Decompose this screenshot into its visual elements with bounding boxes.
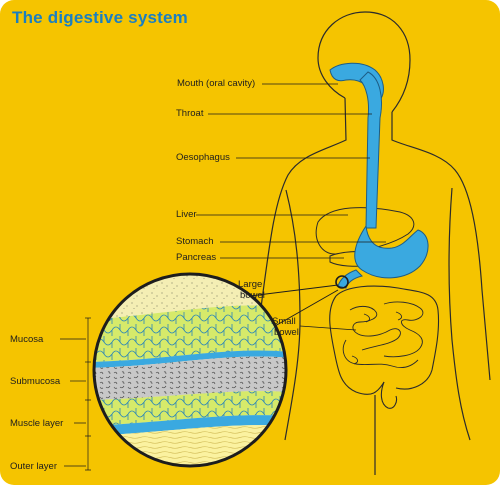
label-small-bowel-line1: Small <box>272 316 296 327</box>
label-throat: Throat <box>176 108 204 119</box>
label-small-bowel-line2: bowel <box>274 327 299 338</box>
magnified-cross-section <box>94 274 286 466</box>
label-stomach: Stomach <box>176 236 214 247</box>
label-large-bowel-line2: bowel <box>240 290 265 301</box>
label-liver: Liver <box>176 209 197 220</box>
label-muscle-layer: Muscle layer <box>10 418 64 429</box>
label-large-bowel-line1: Large <box>238 279 263 290</box>
label-submucosa: Submucosa <box>10 376 61 387</box>
digestive-tract <box>329 62 429 289</box>
leader-lines <box>60 83 386 471</box>
zoom-lines <box>249 284 339 331</box>
label-mouth: Mouth (oral cavity) <box>177 78 256 89</box>
label-outer-layer: Outer layer <box>10 461 57 472</box>
large-bowel-shape <box>329 285 440 409</box>
label-pancreas: Pancreas <box>176 252 217 263</box>
label-mucosa: Mucosa <box>10 334 44 345</box>
body-outline <box>251 11 491 475</box>
small-bowel-shape <box>342 301 424 369</box>
diagram-title: The digestive system <box>12 8 188 27</box>
label-oesophagus: Oesophagus <box>176 152 230 163</box>
magnifier-rim <box>92 272 288 468</box>
zoom-origin-ring <box>335 275 349 289</box>
